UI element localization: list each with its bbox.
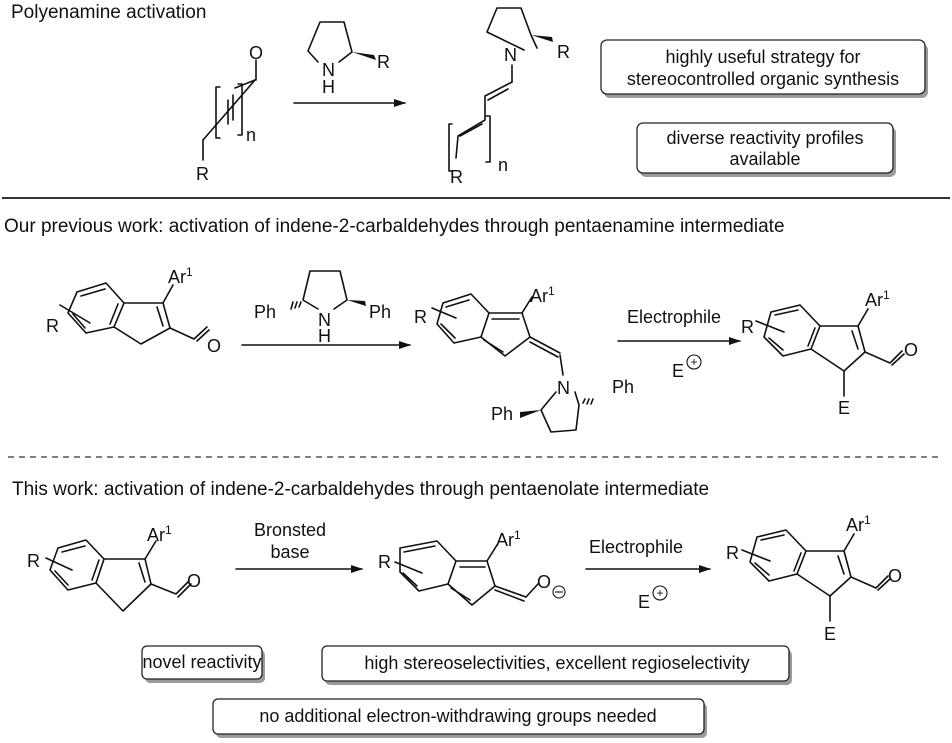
substituent-r: R bbox=[377, 52, 390, 72]
nitrogen-label: N bbox=[504, 45, 517, 65]
section-this-work: This work: activation of indene-2-carbal… bbox=[12, 479, 902, 738]
svg-text:high stereoselectivities, exce: high stereoselectivities, excellent regi… bbox=[364, 653, 749, 673]
aryl-label: Ar1 bbox=[168, 265, 193, 287]
electrophile-e: E bbox=[838, 398, 850, 418]
highlight-box-novel: novel reactivity bbox=[141, 645, 265, 683]
aryl-label: Ar1 bbox=[147, 523, 172, 545]
electrophile-e: E bbox=[824, 624, 836, 644]
hydrogen-label: H bbox=[318, 326, 331, 346]
section-title: Polyenamine activation bbox=[11, 2, 206, 23]
note-box-reactivity: diverse reactivity profiles available bbox=[636, 122, 896, 177]
enolate-oxygen: O bbox=[537, 572, 551, 592]
svg-text:highly useful strategy for: highly useful strategy for bbox=[665, 47, 860, 67]
reagent-label: Electrophile bbox=[627, 307, 721, 327]
nitrogen-label: N bbox=[557, 378, 570, 398]
nitrogen-label: N bbox=[318, 310, 331, 330]
catalyst-pyrrolidine: N H R bbox=[307, 21, 390, 97]
svg-text:E: E bbox=[638, 592, 650, 612]
svg-text:novel reactivity: novel reactivity bbox=[142, 652, 261, 672]
substrate-indene-carbaldehyde: R Ar1 O bbox=[27, 523, 201, 612]
aryl-label: Ar1 bbox=[846, 513, 871, 535]
product-indene: R Ar1 O E bbox=[726, 513, 902, 644]
substituent-r: R bbox=[46, 316, 59, 336]
product-indene: R Ar1 O E bbox=[741, 288, 918, 418]
phenyl-left: Ph bbox=[491, 404, 513, 424]
carbonyl-oxygen: O bbox=[904, 340, 918, 360]
phenyl-left: Ph bbox=[254, 302, 276, 322]
svg-text:available: available bbox=[729, 149, 800, 169]
highlight-box-no-ewg: no additional electron-withdrawing group… bbox=[212, 698, 707, 738]
svg-text:E: E bbox=[672, 361, 684, 381]
svg-text:diverse reactivity profiles: diverse reactivity profiles bbox=[666, 128, 863, 148]
electrophile-species: E + bbox=[638, 585, 668, 612]
section-polyenamine: Polyenamine activation O R n N H R bbox=[11, 2, 928, 187]
intermediate-pentaenamine: R Ar1 N Ph Ph bbox=[414, 284, 634, 433]
repeat-n: n bbox=[498, 155, 508, 175]
substituent-r: R bbox=[741, 317, 754, 337]
negative-charge-icon bbox=[552, 585, 566, 599]
substituent-r: R bbox=[414, 307, 427, 327]
electrophile-species: E + bbox=[672, 354, 702, 381]
substituent-r: R bbox=[557, 42, 570, 62]
substituent-r: R bbox=[27, 551, 40, 571]
hydrogen-label: H bbox=[322, 77, 335, 97]
note-box-strategy: highly useful strategy for stereocontrol… bbox=[600, 39, 928, 98]
section-title: Our previous work: activation of indene-… bbox=[4, 216, 785, 237]
svg-text:stereocontrolled organic synth: stereocontrolled organic synthesis bbox=[627, 69, 899, 89]
svg-text:+: + bbox=[656, 586, 663, 600]
base-label-line2: base bbox=[270, 542, 309, 562]
section-previous-work: Our previous work: activation of indene-… bbox=[4, 216, 918, 433]
section-title: This work: activation of indene-2-carbal… bbox=[12, 479, 709, 500]
chain-substituent-r: R bbox=[450, 167, 463, 187]
intermediate-pentaenolate: R Ar1 O bbox=[378, 528, 566, 606]
carbonyl-oxygen: O bbox=[187, 571, 201, 591]
carbonyl-oxygen: O bbox=[207, 336, 221, 356]
phenyl-right: Ph bbox=[369, 302, 391, 322]
substrate-polyenal: O R n bbox=[196, 43, 263, 184]
base-label-line1: Bronsted bbox=[254, 520, 326, 540]
highlight-box-selectivity: high stereoselectivities, excellent regi… bbox=[321, 645, 792, 685]
substituent-r: R bbox=[378, 552, 391, 572]
aryl-label: Ar1 bbox=[496, 528, 521, 550]
aryl-label: Ar1 bbox=[865, 288, 890, 310]
phenyl-right: Ph bbox=[612, 377, 634, 397]
svg-text:+: + bbox=[690, 355, 697, 369]
substituent-r: R bbox=[726, 543, 739, 563]
catalyst-diphenylpyrrolidine: Ph Ph N H bbox=[254, 270, 391, 346]
svg-text:no additional electron-withdra: no additional electron-withdrawing group… bbox=[259, 706, 656, 726]
carbonyl-oxygen: O bbox=[249, 43, 263, 63]
substrate-indene-carbaldehyde: R Ar1 O bbox=[46, 265, 221, 356]
substituent-r: R bbox=[196, 164, 209, 184]
carbonyl-oxygen: O bbox=[888, 566, 902, 586]
product-polyenamine: N R R n bbox=[448, 7, 570, 187]
reagent-label: Electrophile bbox=[589, 537, 683, 557]
nitrogen-label: N bbox=[322, 60, 335, 80]
repeat-n: n bbox=[246, 125, 256, 145]
aryl-label: Ar1 bbox=[530, 284, 555, 306]
